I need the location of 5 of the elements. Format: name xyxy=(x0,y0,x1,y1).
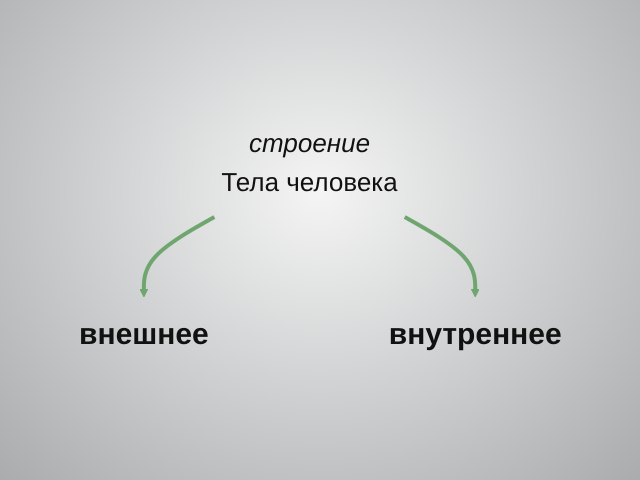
arrow xyxy=(139,214,216,297)
node-text: строение Тела человека xyxy=(221,128,398,196)
node-text: внешнее xyxy=(78,318,208,350)
arrow xyxy=(403,214,480,297)
node-text: внутреннее xyxy=(388,318,562,350)
